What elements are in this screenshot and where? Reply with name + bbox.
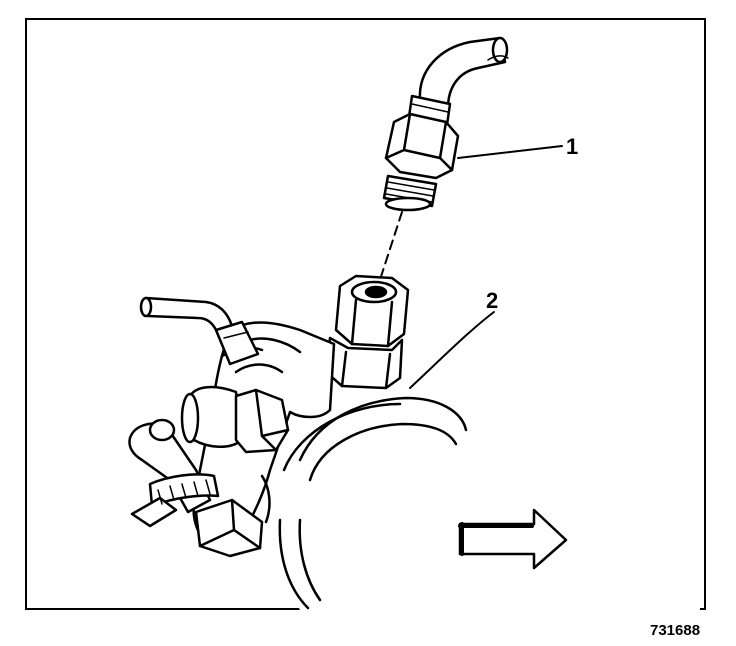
left-pipe-collar xyxy=(214,320,260,366)
callout-2: 2 xyxy=(486,288,499,313)
leader-line-2 xyxy=(409,311,495,389)
fitting-2-base xyxy=(324,336,404,390)
callout-1: 1 xyxy=(566,134,579,159)
leader-line-1 xyxy=(457,145,563,159)
upper-hose xyxy=(418,36,509,110)
alignment-dash-line xyxy=(375,211,403,293)
intake-tube xyxy=(278,391,700,610)
fitting-1-threads xyxy=(382,174,438,212)
pressure-plug xyxy=(180,385,290,454)
figure-number: 731688 xyxy=(650,622,701,639)
lower-bracket xyxy=(194,474,271,558)
fitting-1-hex-nut xyxy=(384,112,460,180)
direction-arrow xyxy=(458,508,568,570)
fitting-2-hex-nut xyxy=(334,274,410,348)
hose-clamp xyxy=(130,473,220,528)
